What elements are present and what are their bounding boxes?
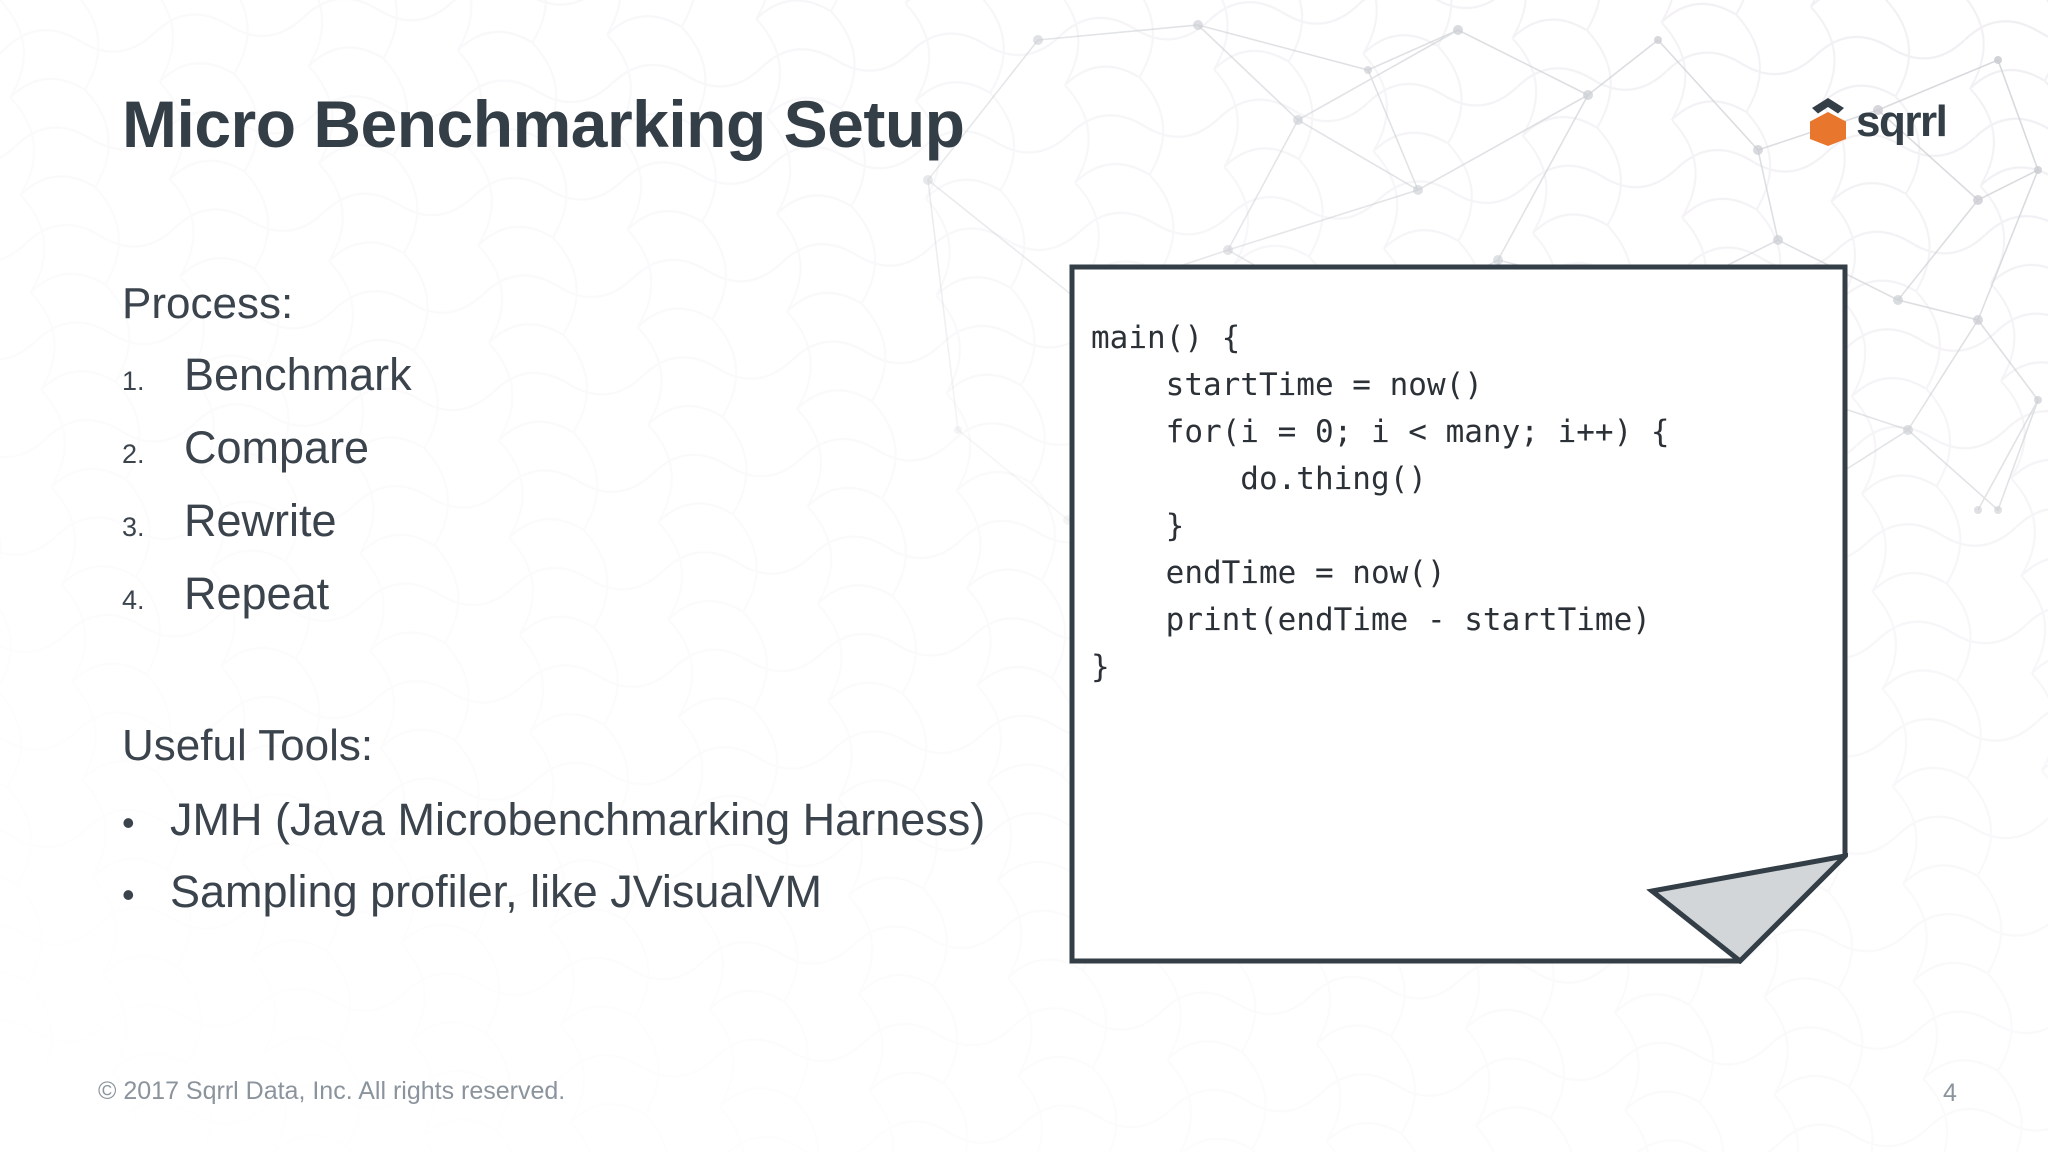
note-paper-shape xyxy=(1069,264,1848,964)
list-item-label: Rewrite xyxy=(184,495,337,547)
page-number: 4 xyxy=(1943,1079,1957,1107)
list-item: 1. Benchmark xyxy=(122,352,1002,425)
code-block: main() { startTime = now() for(i = 0; i … xyxy=(1091,320,1670,685)
sqrrl-wordmark: sqrrl xyxy=(1856,97,1948,146)
list-item: 4. Repeat xyxy=(122,571,1002,644)
list-item-number: 1. xyxy=(122,366,145,397)
left-content-column: Process: 1. Benchmark 2. Compare 3. Rewr… xyxy=(122,279,1002,941)
bullet-icon: • xyxy=(122,801,135,843)
bullet-icon: • xyxy=(122,873,135,915)
list-item-label: Sampling profiler, like JVisualVM xyxy=(170,865,822,917)
list-item: 3. Rewrite xyxy=(122,498,1002,571)
list-item: 2. Compare xyxy=(122,425,1002,498)
list-item-label: Compare xyxy=(184,422,370,474)
list-item-number: 3. xyxy=(122,512,145,543)
list-item-number: 4. xyxy=(122,585,145,616)
process-heading: Process: xyxy=(122,279,294,328)
list-item-number: 2. xyxy=(122,439,145,470)
list-item: • JMH (Java Microbenchmarking Harness) xyxy=(122,797,1002,869)
sqrrl-logo: sqrrl xyxy=(1806,97,1948,146)
page-title: Micro Benchmarking Setup xyxy=(122,87,965,161)
list-item-label: Benchmark xyxy=(184,349,412,401)
tools-list: • JMH (Java Microbenchmarking Harness) •… xyxy=(122,797,1002,941)
list-item: • Sampling profiler, like JVisualVM xyxy=(122,869,1002,941)
tools-heading: Useful Tools: xyxy=(122,721,374,771)
list-item-label: Repeat xyxy=(184,568,330,620)
list-item-label: JMH (Java Microbenchmarking Harness) xyxy=(170,793,986,845)
copyright-text: © 2017 Sqrrl Data, Inc. All rights reser… xyxy=(98,1077,566,1105)
sqrrl-hexagon-icon xyxy=(1810,98,1846,146)
process-list: 1. Benchmark 2. Compare 3. Rewrite 4. Re… xyxy=(122,352,1002,644)
code-note-card: main() { startTime = now() for(i = 0; i … xyxy=(1069,264,1848,964)
